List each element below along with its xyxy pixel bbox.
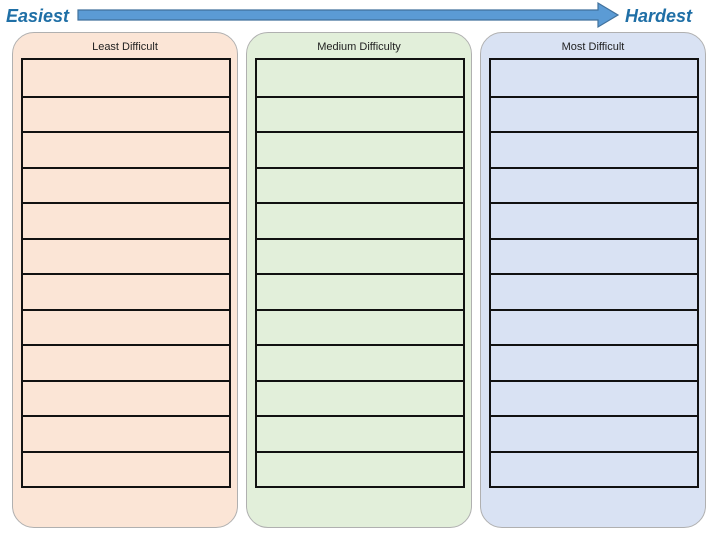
entry-cell[interactable] [257,202,463,238]
column-medium-difficulty: Medium Difficulty [246,32,472,528]
entry-cell[interactable] [23,379,229,416]
hardest-label: Hardest [624,6,692,26]
entry-cell[interactable] [491,237,697,274]
entry-cell[interactable] [491,95,697,132]
entry-cell[interactable] [491,415,697,451]
arrow-shape [77,1,620,29]
column-most-difficult: Most Difficult [480,32,706,528]
entry-cell[interactable] [23,308,229,345]
column-title: Medium Difficulty [317,41,401,53]
entry-cell[interactable] [257,237,463,274]
entry-cell[interactable] [23,166,229,203]
entry-cell[interactable] [257,379,463,416]
entry-cell[interactable] [23,131,229,167]
entry-grid [489,58,699,488]
entry-cell[interactable] [491,202,697,238]
easiest-label: Easiest [6,6,70,26]
entry-cell[interactable] [23,202,229,238]
entry-cell[interactable] [23,95,229,132]
entry-cell[interactable] [491,166,697,203]
entry-cell[interactable] [257,131,463,167]
entry-cell[interactable] [23,344,229,380]
entry-grid [255,58,465,488]
entry-cell[interactable] [491,344,697,380]
entry-cell[interactable] [491,450,697,487]
entry-cell[interactable] [23,273,229,309]
entry-cell[interactable] [491,60,697,96]
entry-cell[interactable] [491,131,697,167]
entry-cell[interactable] [257,450,463,487]
entry-cell[interactable] [257,308,463,345]
entry-cell[interactable] [23,60,229,96]
entry-cell[interactable] [23,450,229,487]
entry-cell[interactable] [257,166,463,203]
column-title: Most Difficult [561,41,625,53]
column-least-difficult: Least Difficult [12,32,238,528]
entry-cell[interactable] [257,344,463,380]
entry-cell[interactable] [491,308,697,345]
entry-cell[interactable] [257,60,463,96]
difficulty-arrow-icon [77,1,620,29]
entry-cell[interactable] [257,95,463,132]
entry-cell[interactable] [23,415,229,451]
entry-cell[interactable] [257,415,463,451]
entry-cell[interactable] [23,237,229,274]
entry-cell[interactable] [491,273,697,309]
column-title: Least Difficult [92,41,158,53]
entry-cell[interactable] [491,379,697,416]
entry-grid [21,58,231,488]
entry-cell[interactable] [257,273,463,309]
